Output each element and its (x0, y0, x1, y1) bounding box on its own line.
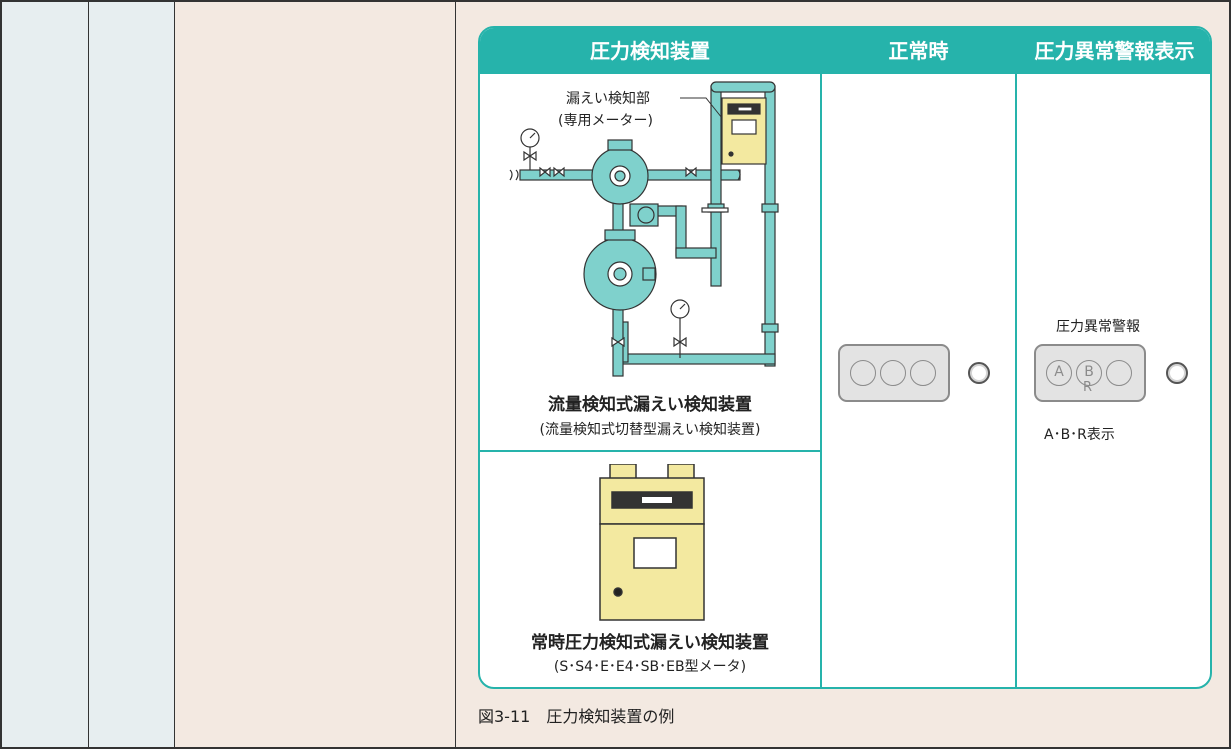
normal-indicator-panel (838, 344, 950, 402)
flow-detection-piping-illustration (509, 81, 779, 377)
flow-detection-subtitle: (流量検知式切替型漏えい検知装置) (539, 422, 761, 438)
indicator-circle (880, 360, 906, 386)
layout-column-3 (175, 0, 456, 749)
figure-caption: 図3-11 圧力検知装置の例 (478, 707, 675, 726)
regulator-icon (583, 229, 657, 311)
indicator-lamp-icon (1166, 362, 1188, 384)
column-divider (1015, 28, 1017, 687)
row-divider (480, 450, 820, 452)
pressure-detection-table: 圧力検知装置 正常時 圧力異常警報表示 (478, 26, 1212, 689)
regulator-icon (629, 203, 659, 227)
indicator-circle (850, 360, 876, 386)
layout-column-2 (89, 0, 175, 749)
flow-detection-title: 流量検知式漏えい検知装置 (548, 395, 752, 415)
pressure-detection-subtitle: (S･S4･E･E4･SB･EB型メータ) (553, 659, 747, 675)
alarm-letter-a: A (1046, 360, 1072, 386)
column-divider (820, 28, 822, 687)
alarm-letter-r: R (1083, 380, 1093, 395)
callout-leak-detector: 漏えい検知部 (566, 91, 650, 107)
valve-icon (523, 150, 697, 348)
alarm-indicator-panel: A B R (1034, 344, 1146, 402)
regulator-icon (591, 139, 649, 205)
pressure-gauge-icon (520, 128, 540, 170)
indicator-lamp-icon (968, 362, 990, 384)
header-device: 圧力検知装置 (590, 39, 710, 63)
meter-icon (721, 97, 767, 165)
callout-dedicated-meter: (専用メーター) (558, 113, 653, 129)
table-header: 圧力検知装置 正常時 圧力異常警報表示 (480, 28, 1210, 74)
meter-icon (599, 464, 705, 621)
header-normal: 正常時 (888, 39, 949, 63)
indicator-circle (1106, 360, 1132, 386)
pressure-detection-title: 常時圧力検知式漏えい検知装置 (531, 633, 769, 653)
alarm-letter-b: B (1076, 360, 1102, 386)
header-alarm: 圧力異常警報表示 (1034, 39, 1195, 63)
alarm-label: 圧力異常警報 (1056, 319, 1140, 335)
pressure-gauge-icon (670, 299, 690, 358)
layout-column-1 (0, 0, 89, 749)
indicator-circle (910, 360, 936, 386)
alarm-display-label: A･B･R表示 (1044, 427, 1115, 443)
